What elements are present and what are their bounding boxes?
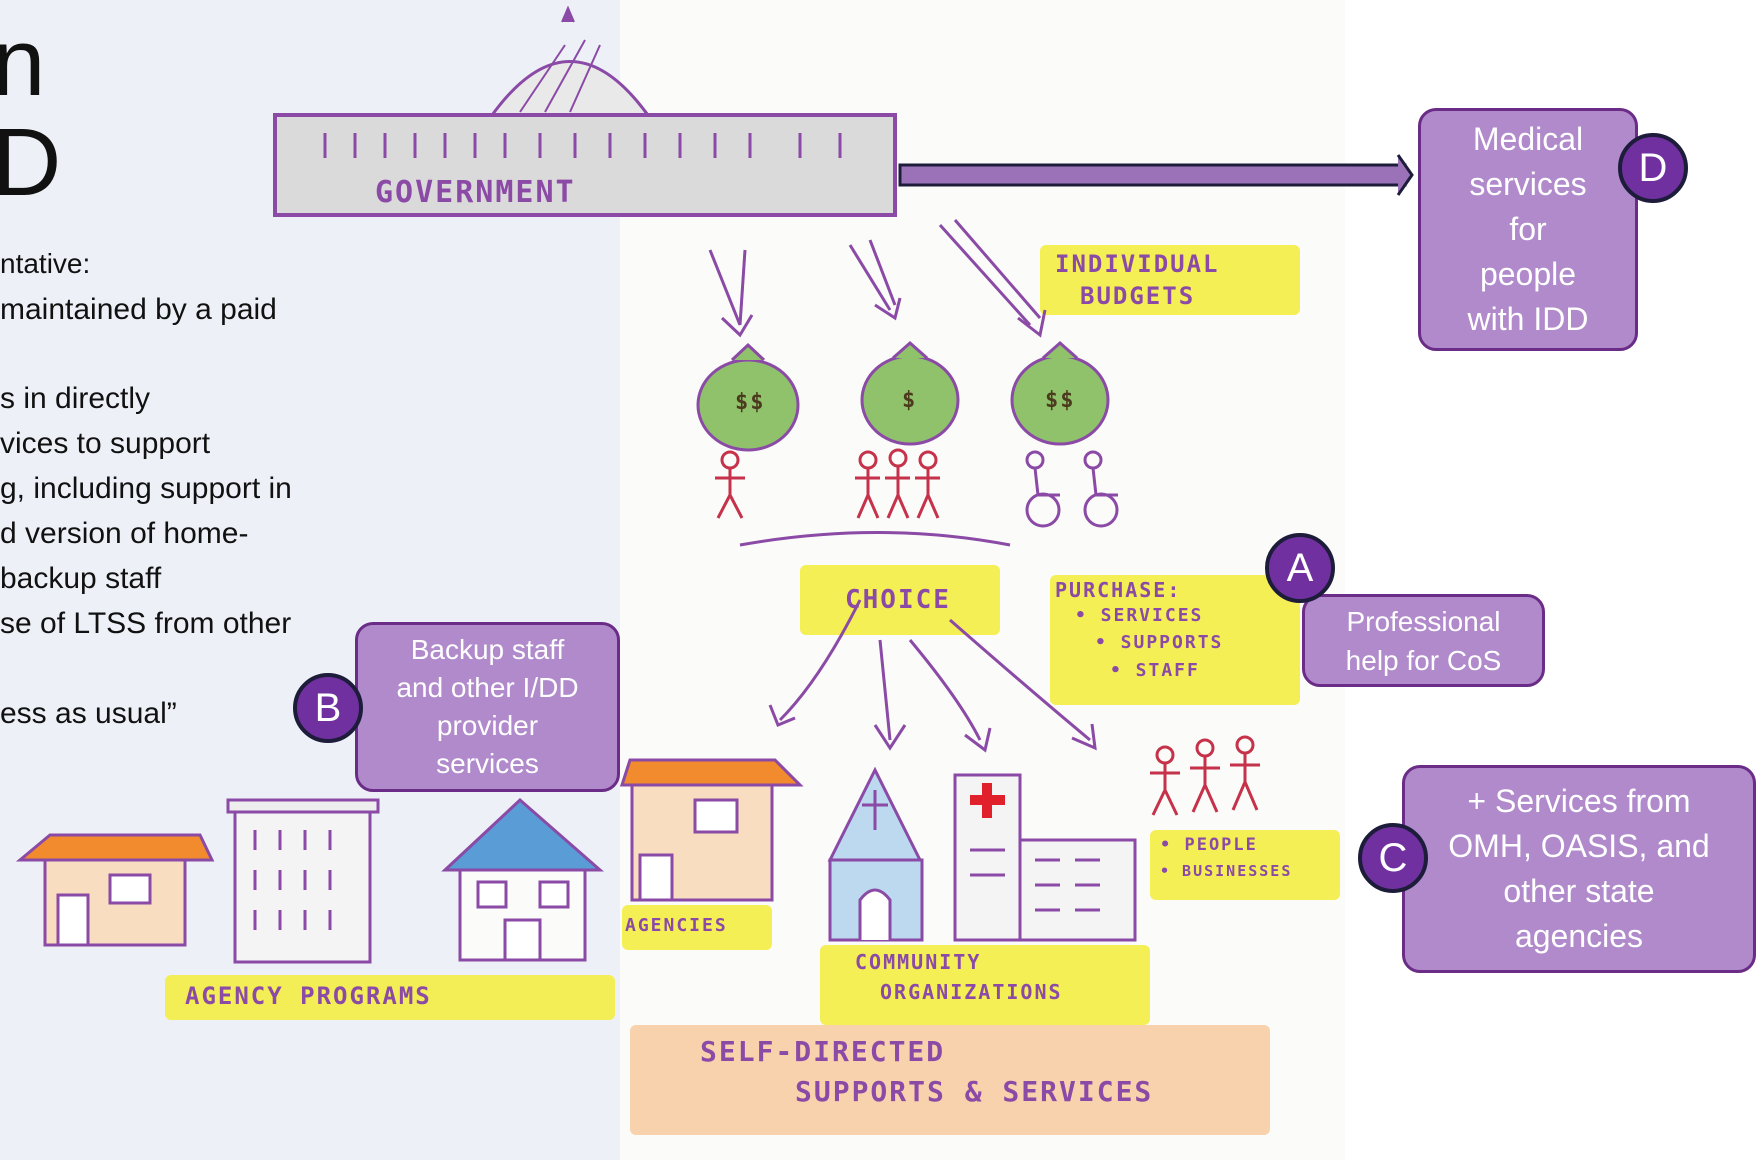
agency-programs-label: AGENCY PROGRAMS bbox=[185, 982, 432, 1010]
self-directed-label-line-1: SELF-DIRECTED bbox=[700, 1035, 946, 1068]
highlight-choice bbox=[800, 565, 1000, 635]
callout-d-line-5: with IDD bbox=[1467, 301, 1589, 337]
community-label: COMMUNITY bbox=[855, 950, 982, 974]
purchase-staff-label: • STAFF bbox=[1110, 660, 1200, 681]
highlight-individual-budgets bbox=[1040, 245, 1300, 315]
callout-a-line-2: help for CoS bbox=[1345, 644, 1502, 676]
callout-c-line-4: agencies bbox=[1514, 918, 1644, 954]
money-bag-icon bbox=[696, 340, 1110, 452]
apartment-building-icon bbox=[226, 798, 380, 964]
money-symbol-3: $$ bbox=[1045, 388, 1076, 413]
bullet-line-9: ess as usual” bbox=[0, 697, 177, 730]
highlight-agency-programs bbox=[165, 975, 615, 1020]
highlight-people-businesses bbox=[1150, 830, 1340, 900]
bullet-line-5: g, including support in bbox=[0, 472, 292, 505]
people-label: • PEOPLE bbox=[1160, 835, 1258, 855]
highlight-community-orgs bbox=[820, 945, 1150, 1025]
callout-c-line-1: + Services from bbox=[1467, 783, 1691, 819]
callout-d-line-3: for bbox=[1509, 211, 1547, 247]
callout-c-line-2: OMH, OASIS, and bbox=[1448, 828, 1710, 864]
bullet-line-7: backup staff bbox=[0, 562, 162, 595]
callout-b-line-1: Backup staff bbox=[410, 634, 565, 665]
purchase-services-label: • SERVICES bbox=[1075, 605, 1204, 626]
wheelchair-icon bbox=[1025, 450, 1119, 528]
callout-d-line-2: services bbox=[1469, 166, 1587, 202]
badge-d: D bbox=[1618, 133, 1688, 203]
individual-budgets-label-line-1: INDIVIDUAL bbox=[1055, 250, 1220, 278]
slide-title-line-1: n bbox=[0, 9, 46, 116]
purchase-label: PURCHASE: bbox=[1055, 578, 1182, 602]
bullet-line-2: maintained by a paid bbox=[0, 293, 277, 326]
house-icon bbox=[441, 797, 604, 962]
choice-label: CHOICE bbox=[845, 585, 951, 615]
bullet-line-3: s in directly bbox=[0, 382, 151, 415]
callout-a-line-1: Professional bbox=[1346, 605, 1501, 637]
church-icon bbox=[827, 766, 924, 942]
organizations-label: ORGANIZATIONS bbox=[880, 980, 1063, 1004]
slide-title-line-2: D bbox=[0, 109, 62, 216]
hospital-icon bbox=[953, 773, 1137, 942]
badge-c: C bbox=[1358, 823, 1428, 893]
callout-state-agency-services: + Services from OMH, OASIS, and other st… bbox=[1402, 765, 1756, 973]
money-symbol-2: $ bbox=[902, 388, 918, 413]
callout-backup-staff: Backup staff and other I/DD provider ser… bbox=[355, 622, 620, 792]
agencies-building-icon bbox=[619, 758, 804, 902]
self-directed-label-line-2: SUPPORTS & SERVICES bbox=[795, 1075, 1154, 1108]
callout-d-line-1: Medical bbox=[1472, 121, 1584, 157]
bullet-line-8: se of LTSS from other bbox=[0, 607, 292, 640]
businesses-label: • BUSINESSES bbox=[1160, 862, 1293, 880]
bullet-line-1: ntative: bbox=[0, 248, 91, 279]
badge-a: A bbox=[1265, 533, 1335, 603]
highlight-agencies bbox=[622, 905, 772, 950]
government-label: GOVERNMENT bbox=[375, 175, 576, 210]
callout-medical-services: Medical services for people with IDD bbox=[1418, 108, 1638, 351]
government-building-icon bbox=[273, 5, 897, 217]
callout-b-line-3: provider bbox=[436, 710, 539, 741]
badge-b: B bbox=[293, 673, 363, 743]
individual-budgets-label-line-2: BUDGETS bbox=[1080, 282, 1196, 310]
purchase-supports-label: • SUPPORTS bbox=[1095, 632, 1224, 653]
budget-arrows-icon bbox=[708, 219, 1047, 338]
callout-b-line-4: services bbox=[436, 748, 539, 779]
callout-b-line-2: and other I/DD bbox=[396, 672, 579, 703]
highlight-purchase bbox=[1050, 575, 1300, 705]
money-symbol-1: $$ bbox=[735, 390, 766, 415]
people-group-icon bbox=[1150, 735, 1260, 816]
callout-c-line-3: other state bbox=[1503, 873, 1655, 909]
agencies-label: AGENCIES bbox=[625, 915, 728, 936]
person-icon bbox=[715, 448, 940, 519]
bullet-line-6: d version of home- bbox=[0, 517, 249, 550]
callout-d-line-4: people bbox=[1479, 256, 1577, 292]
callout-professional-help: Professional help for CoS bbox=[1302, 594, 1545, 687]
bullet-line-4: vices to support bbox=[0, 427, 211, 460]
government-to-medical-arrow-icon bbox=[898, 154, 1414, 196]
choice-arrows-icon bbox=[739, 531, 1097, 753]
agency-house-icon bbox=[15, 833, 215, 947]
highlight-self-directed bbox=[630, 1025, 1270, 1135]
